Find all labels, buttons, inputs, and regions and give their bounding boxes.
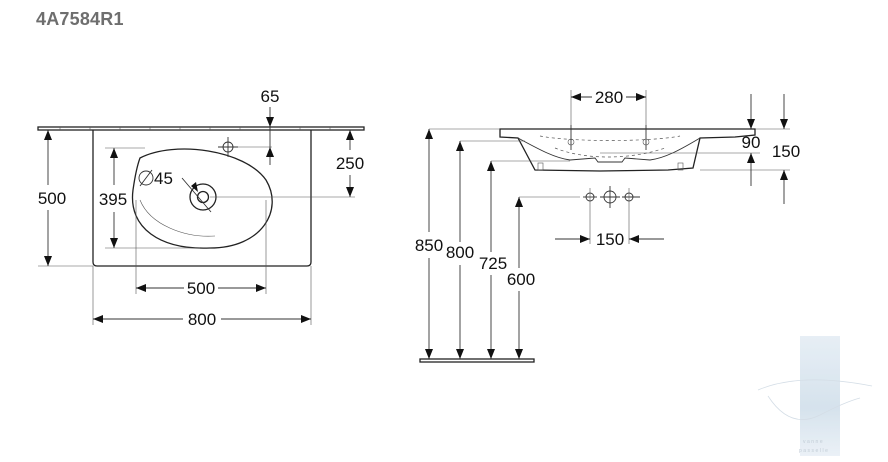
top-view: 65 250 500 395 (37, 87, 365, 329)
dimension-725-label: 725 (479, 254, 507, 273)
dimension-250: 250 (210, 130, 364, 198)
bowl-dashed (539, 135, 681, 141)
dimension-150-vertical-label: 150 (772, 142, 800, 161)
basin-outline (92, 130, 312, 267)
dimension-500-vertical: 500 (38, 130, 93, 267)
dimension-90: 90 (742, 94, 761, 186)
dimension-850: 850 (415, 128, 500, 359)
watermark-line-1: vanne (803, 439, 824, 445)
watermark-line-2: passelle (799, 448, 829, 454)
dimension-800-height: 800 (446, 140, 525, 359)
floor-line (419, 358, 535, 363)
bowl-profile (517, 137, 701, 163)
dimension-65-label: 65 (261, 87, 280, 106)
dimension-150-horizontal-label: 150 (596, 230, 624, 249)
basin-profile (499, 128, 756, 172)
waste-connection-symbols (583, 186, 640, 208)
dimension-800-height-label: 800 (446, 243, 474, 262)
dimension-280: 280 (570, 88, 647, 125)
bowl-inner-line (139, 199, 216, 237)
dimension-800-label: 800 (188, 310, 216, 329)
dimension-500-vertical-label: 500 (38, 189, 66, 208)
dimension-395-label: 395 (99, 190, 127, 209)
side-view: 280 90 150 8 (415, 88, 800, 363)
dimension-90-label: 90 (742, 133, 761, 152)
dimension-725: 725 (479, 160, 570, 359)
dimension-drain-label: 45 (154, 169, 173, 188)
bowl-outline (131, 148, 273, 249)
dimension-150-vertical: 150 (772, 94, 800, 204)
dimension-500-horizontal-label: 500 (187, 279, 215, 298)
bowl-dashed-2 (554, 147, 666, 158)
dimension-850-label: 850 (415, 236, 443, 255)
tap-hole-symbol (218, 137, 272, 157)
dimension-280-label: 280 (595, 88, 623, 107)
product-code: 4A7584R1 (36, 9, 124, 29)
brand-watermark: vanne passelle (757, 336, 873, 456)
countertop-outline (37, 126, 365, 131)
dimension-395: 395 (99, 147, 200, 249)
dimension-600: 600 (507, 196, 580, 359)
dimension-500-horizontal: 500 (135, 200, 267, 298)
dimension-150-horizontal: 150 (555, 206, 664, 249)
dimension-250-label: 250 (336, 154, 364, 173)
dimension-65: 65 (261, 87, 280, 165)
dimension-drain-diameter: 45 (138, 169, 212, 213)
dimension-600-label: 600 (507, 270, 535, 289)
dimension-800: 800 (92, 266, 312, 329)
